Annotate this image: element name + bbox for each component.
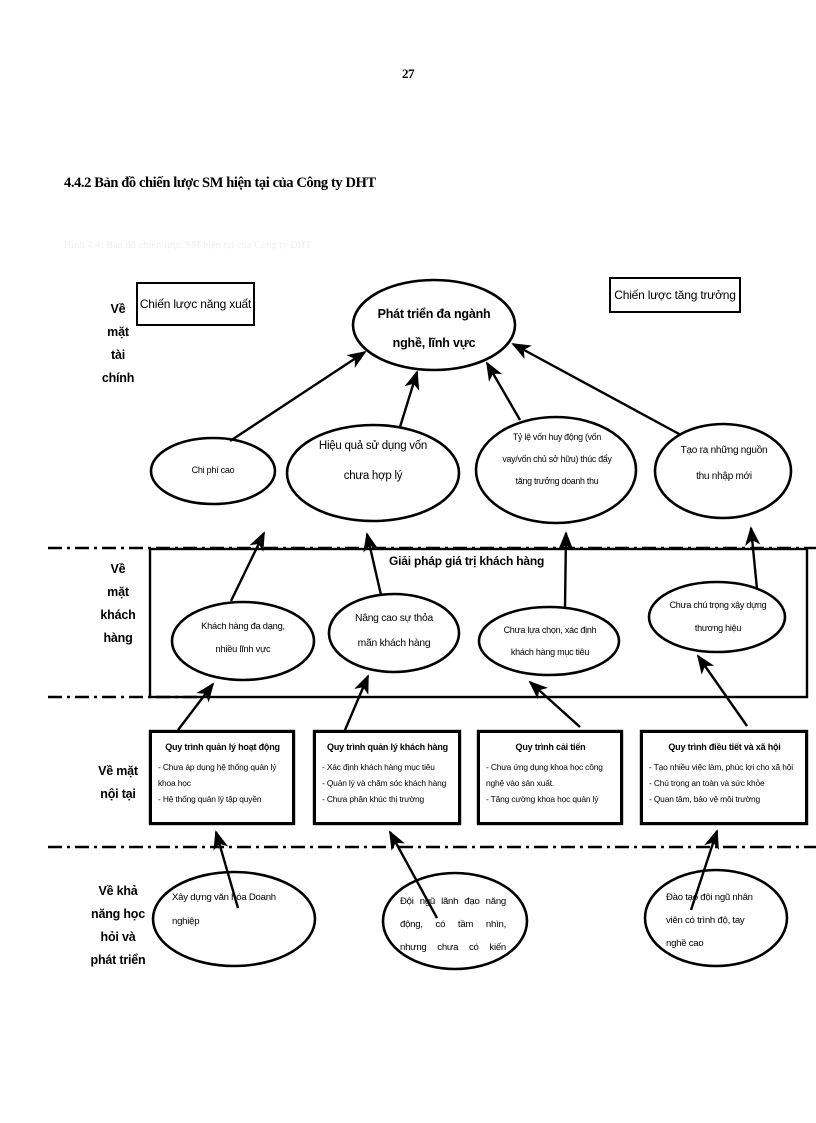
internal-process-box-2: Quy trình quản lý khách hàng - Xác định … [314, 731, 460, 824]
internal-process-2-item-2: - Quản lý và chăm sóc khách hàng [322, 777, 447, 788]
row-label-internal: Về mặt nội tại [98, 764, 138, 801]
ellipse-learning-3 [643, 868, 789, 968]
internal-process-4-item-3: - Quan tâm, bảo vệ môi trường [649, 794, 761, 805]
internal-process-4-item-1: - Tạo nhiều việc làm, phúc lợi cho xã hộ… [649, 761, 793, 772]
internal-process-box-3: Quy trình cải tiến - Chưa ứng dụng khoa … [478, 731, 622, 824]
ellipse-learning-1 [151, 870, 317, 968]
arrow-int4-to-cust4 [696, 654, 748, 727]
box-productivity-strategy: Chiến lược năng xuất [136, 282, 255, 326]
ellipse-customer-4 [647, 580, 787, 654]
figure-caption-faint: Hình 4.4: Bản đồ chiến lược SM hiện tại … [64, 240, 312, 251]
ellipse-top-goal [351, 278, 517, 372]
arrow-cust1-to-fin1 [229, 531, 266, 602]
row-label-customer: Về mặt khách hàng [100, 562, 136, 645]
arrow-cust4-to-fin4 [745, 526, 761, 590]
arrow-fin1-to-goal [229, 350, 367, 443]
internal-process-4-item-2: - Chú trọng an toàn và sức khỏe [649, 777, 765, 788]
arrow-learn1-to-int1 [213, 830, 240, 909]
internal-process-4-title: Quy trình điều tiết và xã hội [668, 742, 781, 752]
customer-frame [148, 547, 809, 699]
internal-process-1-item-1: - Chưa áp dụng hệ thống quản lý khoa học [158, 761, 277, 788]
page-number: 27 [402, 66, 415, 81]
top-goal-line1: Phát triển đa ngành [377, 307, 491, 321]
customer-value-proposition-title: Giải pháp giá trị khách hàng [389, 554, 545, 568]
ellipse-financial-1 [149, 436, 277, 506]
internal-process-2-item-3: - Chưa phân khúc thị trường [322, 794, 425, 805]
arrow-fin3-to-goal [485, 361, 522, 421]
internal-process-1-title: Quy trình quản lý hoạt động [165, 742, 280, 752]
arrow-fin2-to-goal [398, 370, 420, 428]
arrow-int3-to-cust3 [528, 680, 581, 728]
ellipse-customer-1 [170, 600, 316, 682]
ellipse-financial-2 [285, 423, 461, 523]
arrow-cust2-to-fin2 [363, 532, 383, 596]
ellipse-learning-2 [381, 871, 529, 971]
section-heading: 4.4.2 Bản đồ chiến lược SM hiện tại của … [64, 175, 376, 191]
row-label-learning: Về khả năng học hỏi và phát triển [90, 884, 146, 967]
box-growth-strategy: Chiến lược tăng trưởng [609, 277, 741, 313]
arrow-int1-to-cust1 [177, 682, 215, 731]
internal-process-3-title: Quy trình cải tiến [515, 742, 586, 752]
top-goal-line2: nghề, lĩnh vực [392, 336, 476, 350]
internal-process-box-4: Quy trình điều tiết và xã hội - Tạo nhiề… [641, 731, 807, 824]
internal-process-2-item-1: - Xác định khách hàng mục tiêu [322, 761, 435, 772]
ellipse-financial-3 [474, 415, 638, 525]
arrow-learn2-to-int2 [388, 830, 439, 919]
internal-process-3-item-2: - Tăng cường khoa học quản lý [486, 794, 599, 805]
ellipse-customer-3 [477, 605, 621, 677]
internal-process-2-title: Quy trình quản lý khách hàng [327, 742, 448, 752]
internal-process-3-item-1: - Chưa ứng dụng khoa học công nghệ vào s… [486, 761, 603, 788]
row-label-financial: Về mặt tài chính [101, 302, 135, 385]
arrow-int2-to-cust2 [343, 674, 370, 731]
ellipse-financial-4 [653, 422, 793, 520]
arrow-learn3-to-int4 [689, 829, 719, 911]
internal-process-1-item-2: - Hệ thống quản lý tập quyền [158, 794, 262, 805]
arrow-cust3-to-fin3 [558, 531, 574, 609]
ellipse-customer-2 [327, 592, 461, 674]
arrow-fin4-to-goal [511, 342, 682, 437]
internal-process-box-1: Quy trình quản lý hoạt động - Chưa áp dụ… [150, 731, 294, 824]
